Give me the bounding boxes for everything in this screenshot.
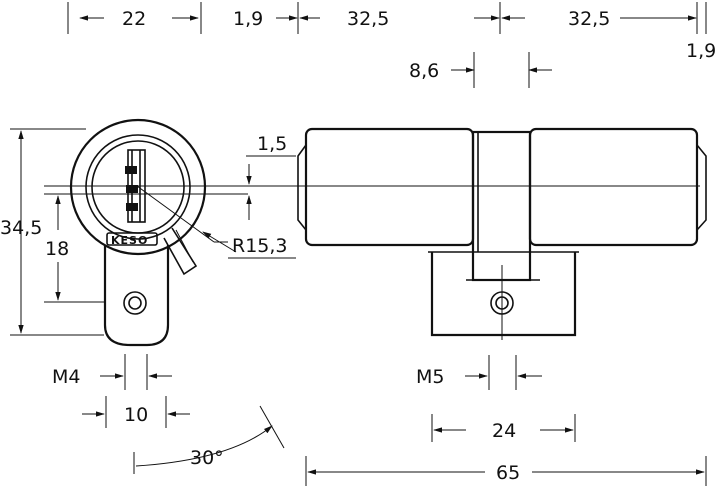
height-dimensions: 34,5 18 1,5 (0, 128, 700, 336)
keso-logo-text: KESO (111, 234, 148, 247)
dim-1-9-right-label: 1,9 (686, 40, 716, 62)
dim-18-label: 18 (45, 238, 69, 260)
dim-65-label: 65 (496, 462, 520, 484)
dim-32-5-b-label: 32,5 (568, 8, 610, 30)
dim-r15-3-label: R15,3 (232, 235, 288, 257)
dim-m4-label: M4 (52, 366, 80, 388)
dim-22-label: 22 (122, 8, 146, 30)
dim-1-9-left-label: 1,9 (233, 8, 263, 30)
gap-dimension: 8,6 (409, 52, 552, 88)
dim-30-deg-label: 30° (190, 447, 224, 469)
dim-1-5-label: 1,5 (257, 133, 287, 155)
dim-24-label: 24 (492, 420, 516, 442)
dim-10-label: 10 (124, 404, 148, 426)
dim-8-6-label: 8,6 (409, 60, 439, 82)
side-view (297, 127, 707, 340)
front-bottom-dimensions: M4 10 30° (52, 354, 285, 474)
dim-m5-label: M5 (416, 366, 444, 388)
side-bottom-dimensions: M5 24 65 (305, 355, 707, 486)
top-dimension-row: 22 1,9 32,5 32,5 1,9 (67, 2, 716, 62)
dim-34-5-label: 34,5 (0, 217, 42, 239)
dim-32-5-a-label: 32,5 (347, 8, 389, 30)
